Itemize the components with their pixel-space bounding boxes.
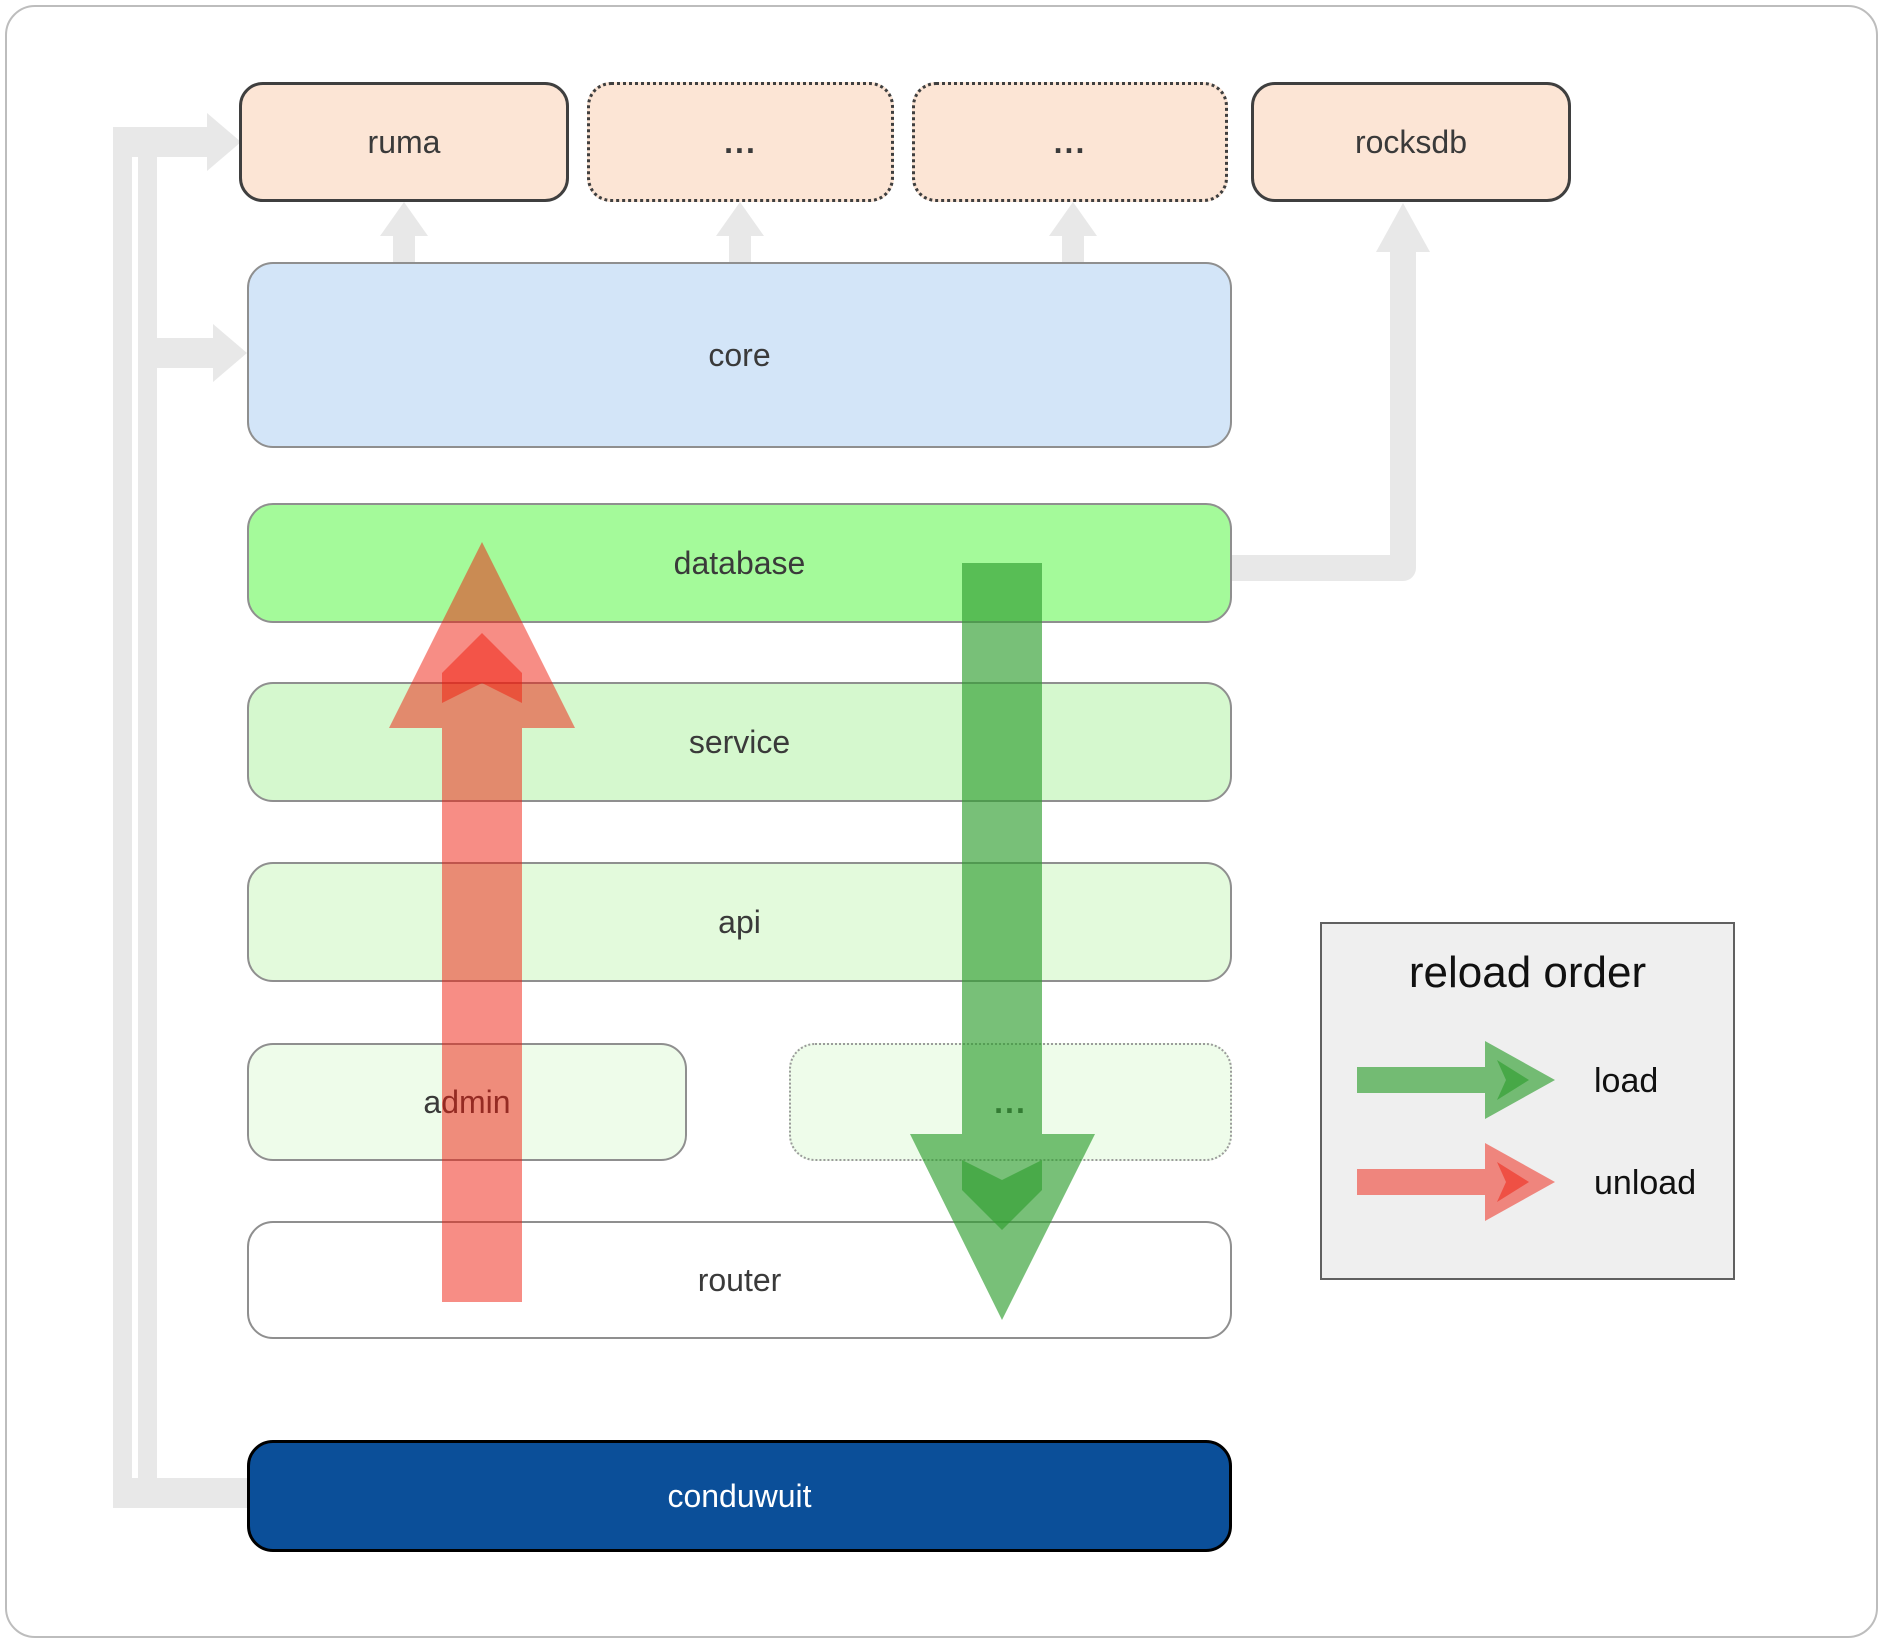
node-database: database <box>247 503 1232 623</box>
node-ellipsis-top-2-label: ... <box>1053 123 1087 160</box>
legend-unload-label: unload <box>1594 1164 1697 1202</box>
core-to-ruma-shaft <box>393 232 415 264</box>
node-router-label: router <box>697 1261 782 1298</box>
node-database-label: database <box>673 544 806 581</box>
core-to-dots2-shaft <box>1062 232 1084 264</box>
node-ruma-label: ruma <box>367 123 441 160</box>
legend-unload-arrow-icon <box>1357 1143 1555 1221</box>
node-rocksdb-label: rocksdb <box>1354 123 1468 160</box>
node-conduwuit-label: conduwuit <box>667 1477 812 1514</box>
core-horizontal-shaft <box>138 338 213 368</box>
legend-reload-order: reload order load unload <box>1320 922 1735 1280</box>
unload-arrow-icon <box>389 542 575 1302</box>
node-core: core <box>247 262 1232 448</box>
top-horizontal-shaft <box>113 127 207 157</box>
node-conduwuit: conduwuit <box>247 1440 1232 1552</box>
arrow-to-ruma-icon <box>207 113 241 171</box>
legend-unload-arrow-body <box>1357 1143 1555 1221</box>
node-ruma: ruma <box>239 82 569 202</box>
node-ellipsis-top-1-label: ... <box>724 123 757 160</box>
database-to-rocksdb-connector <box>1232 203 1430 581</box>
left-outer-rail <box>113 128 132 1508</box>
arrow-to-core-icon <box>213 324 247 382</box>
unload-arrow-body <box>389 542 575 1302</box>
core-to-ruma-arrowhead-icon <box>380 202 428 236</box>
load-arrow-body <box>910 563 1095 1320</box>
node-core-label: core <box>708 336 771 373</box>
left-inner-rail <box>138 128 157 1508</box>
node-api-label: api <box>718 903 761 940</box>
legend-title: reload order <box>1408 948 1647 997</box>
node-rocksdb: rocksdb <box>1251 82 1571 202</box>
node-ellipsis-top-1: ... <box>587 82 894 202</box>
legend-load-arrow-icon <box>1357 1041 1555 1119</box>
core-to-dots1-shaft <box>729 232 751 264</box>
arrow-to-rocksdb-icon <box>1376 203 1430 252</box>
conduwuit-feedback-lines <box>113 113 1097 1508</box>
core-to-dots2-arrowhead-icon <box>1049 202 1097 236</box>
unload-arrow-inner-cap <box>442 633 522 703</box>
legend-load-arrow-inner-cap <box>1497 1060 1529 1100</box>
load-arrow-inner-cap <box>962 1160 1042 1230</box>
node-ellipsis-top-2: ... <box>912 82 1228 202</box>
legend-load-arrow-body <box>1357 1041 1555 1119</box>
node-service-label: service <box>688 723 791 760</box>
legend-load-label: load <box>1594 1062 1659 1100</box>
elbow-line <box>1232 248 1416 581</box>
legend-unload-arrow-inner-cap <box>1497 1162 1529 1202</box>
bottom-horizontal-shaft <box>113 1478 247 1508</box>
node-api: api <box>247 862 1232 982</box>
core-to-dots1-arrowhead-icon <box>716 202 764 236</box>
node-router: router <box>247 1221 1232 1339</box>
load-arrow-icon <box>910 563 1095 1320</box>
